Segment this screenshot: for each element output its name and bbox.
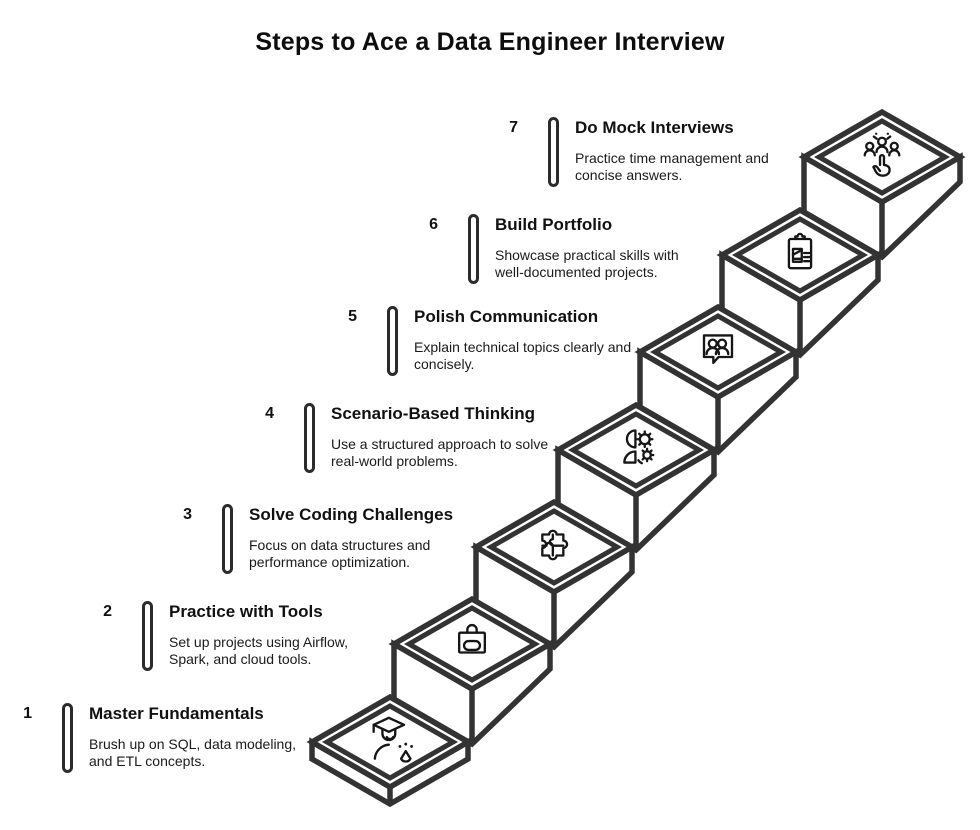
step-description: Set up projects using Airflow, Spark, an… xyxy=(169,633,348,667)
step-number: 5 xyxy=(348,308,357,325)
step-number: 1 xyxy=(23,705,32,722)
step-accent-bar xyxy=(468,214,479,284)
step-label-group-1: 1 Master Fundamentals Brush up on SQL, d… xyxy=(8,703,339,773)
step-number: 6 xyxy=(429,216,438,233)
step-text: Build Portfolio Showcase practical skill… xyxy=(495,215,745,281)
step-inner-frame xyxy=(403,605,541,683)
step-description: Explain technical topics clearly and con… xyxy=(414,338,632,372)
step-number: 2 xyxy=(103,603,112,620)
step-title: Solve Coding Challenges xyxy=(249,505,454,524)
step-title: Polish Communication xyxy=(414,307,599,326)
step-title: Scenario-Based Thinking xyxy=(331,404,536,423)
step-title: Master Fundamentals xyxy=(89,704,264,723)
step-description: Showcase practical skills with well-docu… xyxy=(495,246,679,280)
step-inner-frame xyxy=(731,216,869,294)
step-title: Do Mock Interviews xyxy=(575,118,734,137)
step-accent-bar xyxy=(387,306,398,376)
step-number: 7 xyxy=(509,119,518,136)
step-accent-bar xyxy=(222,504,233,574)
step-label-group-6: 6 Build Portfolio Showcase practical ski… xyxy=(414,214,745,284)
step-text: Practice with Tools Set up projects usin… xyxy=(169,602,419,668)
step-label-group-3: 3 Solve Coding Challenges Focus on data … xyxy=(168,504,499,574)
step-text: Polish Communication Explain technical t… xyxy=(414,307,664,373)
step-accent-bar xyxy=(142,601,153,671)
stair-step-1 xyxy=(306,693,474,808)
step-accent-bar xyxy=(62,703,73,773)
step-accent-bar xyxy=(304,403,315,473)
step-label-group-4: 4 Scenario-Based Thinking Use a structur… xyxy=(250,403,581,473)
step-description: Practice time management and concise ans… xyxy=(575,149,769,183)
step-description: Use a structured approach to solve real-… xyxy=(331,435,549,469)
step-text: Master Fundamentals Brush up on SQL, dat… xyxy=(89,704,339,770)
step-accent-bar xyxy=(548,117,559,187)
page-title: Steps to Ace a Data Engineer Interview xyxy=(255,28,725,56)
step-text: Do Mock Interviews Practice time managem… xyxy=(575,118,825,184)
step-number: 4 xyxy=(265,405,274,422)
step-text: Scenario-Based Thinking Use a structured… xyxy=(331,404,581,470)
step-number: 3 xyxy=(183,506,192,523)
step-inner-frame xyxy=(567,411,705,489)
step-description: Focus on data structures and performance… xyxy=(249,536,431,570)
step-label-group-7: 7 Do Mock Interviews Practice time manag… xyxy=(494,117,825,187)
step-description: Brush up on SQL, data modeling, and ETL … xyxy=(89,735,297,769)
step-label-group-2: 2 Practice with Tools Set up projects us… xyxy=(88,601,419,671)
step-title: Practice with Tools xyxy=(169,602,323,621)
step-label-group-5: 5 Polish Communication Explain technical… xyxy=(333,306,664,376)
step-inner-frame xyxy=(321,703,459,781)
step-text: Solve Coding Challenges Focus on data st… xyxy=(249,505,499,571)
step-inner-frame xyxy=(813,118,951,196)
step-title: Build Portfolio xyxy=(495,215,613,234)
